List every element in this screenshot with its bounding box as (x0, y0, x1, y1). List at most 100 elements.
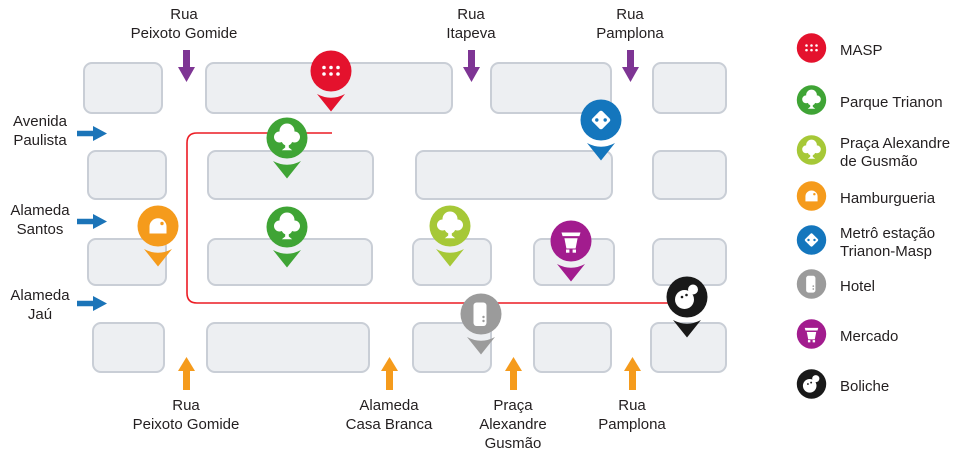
parque-trianon-santos-icon (266, 206, 308, 268)
praca-alexandre-de-gusmao-icon (429, 205, 471, 267)
street-arrow-right-alameda-jau (77, 295, 107, 316)
map-pin-metro-trianon-masp[interactable] (579, 99, 623, 161)
map-pin-hamburgueria[interactable] (136, 205, 180, 267)
street-label-line: Rua (170, 6, 198, 23)
map-pin-mercado[interactable] (549, 220, 593, 282)
street-label-line: Alameda (10, 287, 70, 304)
legend-label-line: Parque Trianon (840, 93, 943, 111)
legend-label-line: Mercado (840, 327, 899, 345)
legend-label-line: Hamburgueria (840, 189, 936, 207)
street-arrow-down-rua-pamplona-north (621, 50, 639, 87)
street-label-line: Rua (618, 397, 646, 414)
map-pin-boliche[interactable] (665, 276, 709, 338)
street-arrow-right-avenida-paulista (77, 125, 107, 146)
hotel-icon (460, 293, 502, 355)
parque-trianon-icon (793, 82, 830, 123)
legend-label-mercado: Mercado (840, 328, 898, 346)
city-block (533, 322, 612, 373)
parque-trianon-paulista-icon (266, 117, 308, 179)
legend-label-hamburgueria: Hamburgueria (840, 190, 935, 208)
street-label-line: Pamplona (596, 25, 664, 42)
legend-label-parque-trianon: Parque Trianon (840, 94, 943, 112)
street-label-line: Alexandre (479, 416, 547, 433)
map-pin-praca-alexandre-de-gusmao[interactable] (428, 205, 472, 267)
city-block (87, 150, 167, 200)
metro-trianon-masp-icon (580, 99, 622, 161)
hotel-icon (793, 266, 830, 307)
legend-label-line: Praça Alexandre (840, 134, 951, 152)
street-label-line: Itapeva (446, 25, 496, 42)
street-label-line: Peixoto Gomide (130, 25, 238, 42)
street-label-line: Praça (493, 397, 533, 414)
street-arrow-down-rua-itapeva (462, 50, 480, 87)
legend-label-line: Metrô estação (840, 224, 936, 242)
street-arrow-up-praca-alexandre-gusmao-street (504, 357, 522, 395)
legend-label-boliche: Boliche (840, 378, 889, 396)
street-arrow-up-rua-peixoto-gomide-south (177, 357, 195, 395)
mercado-icon (793, 316, 830, 357)
street-label-line: Rua (457, 6, 485, 23)
legend-item-parque-trianon: Parque Trianon (793, 82, 943, 123)
street-arrow-up-alameda-casa-branca (380, 357, 398, 395)
street-label-line: Santos (16, 221, 64, 238)
masp-icon (310, 50, 352, 112)
legend-item-masp: MASP (793, 30, 883, 71)
legend-label-line: Hotel (840, 277, 876, 295)
masp-icon (793, 30, 830, 71)
praca-alexandre-de-gusmao-icon (793, 132, 830, 173)
hamburgueria-icon (793, 178, 830, 219)
street-label-line: Casa Branca (345, 416, 433, 433)
hamburgueria-icon (137, 205, 179, 267)
street-arrow-up-rua-pamplona-south (623, 357, 641, 395)
city-block (83, 62, 163, 114)
legend-label-line: MASP (840, 41, 883, 59)
street-label-line: Rua (616, 6, 644, 23)
street-arrow-down-rua-peixoto-gomide-north (177, 50, 195, 87)
street-label-line: Gusmão (484, 435, 542, 452)
street-label-line: Rua (172, 397, 200, 414)
map-pin-parque-trianon-paulista[interactable] (265, 117, 309, 179)
legend-item-boliche: Boliche (793, 366, 889, 407)
city-block (206, 322, 370, 373)
legend-label-line: de Gusmão (840, 152, 918, 170)
city-block (92, 322, 165, 373)
map-pin-hotel[interactable] (459, 293, 503, 355)
legend-label-hotel: Hotel (840, 278, 875, 296)
street-label-line: Pamplona (598, 416, 666, 433)
street-label-line: Alameda (10, 202, 70, 219)
street-arrow-right-alameda-santos (77, 213, 107, 234)
legend-label-line: Boliche (840, 377, 890, 395)
legend-item-hotel: Hotel (793, 266, 875, 307)
metro-estacao-trianon-masp-icon (793, 222, 830, 263)
street-label-line: Paulista (13, 132, 67, 149)
legend-item-hamburgueria: Hamburgueria (793, 178, 935, 219)
mercado-icon (550, 220, 592, 282)
boliche-icon (666, 276, 708, 338)
legend-item-mercado: Mercado (793, 316, 898, 357)
street-label-line: Peixoto Gomide (132, 416, 240, 433)
city-block (652, 150, 727, 200)
map-pin-parque-trianon-santos[interactable] (265, 206, 309, 268)
legend-label-line: Trianon-Masp (840, 242, 932, 260)
city-block (652, 62, 727, 114)
legend-label-masp: MASP (840, 42, 883, 60)
street-label-line: Alameda (359, 397, 419, 414)
street-label-line: Jaú (27, 306, 53, 323)
map-pin-masp[interactable] (309, 50, 353, 112)
